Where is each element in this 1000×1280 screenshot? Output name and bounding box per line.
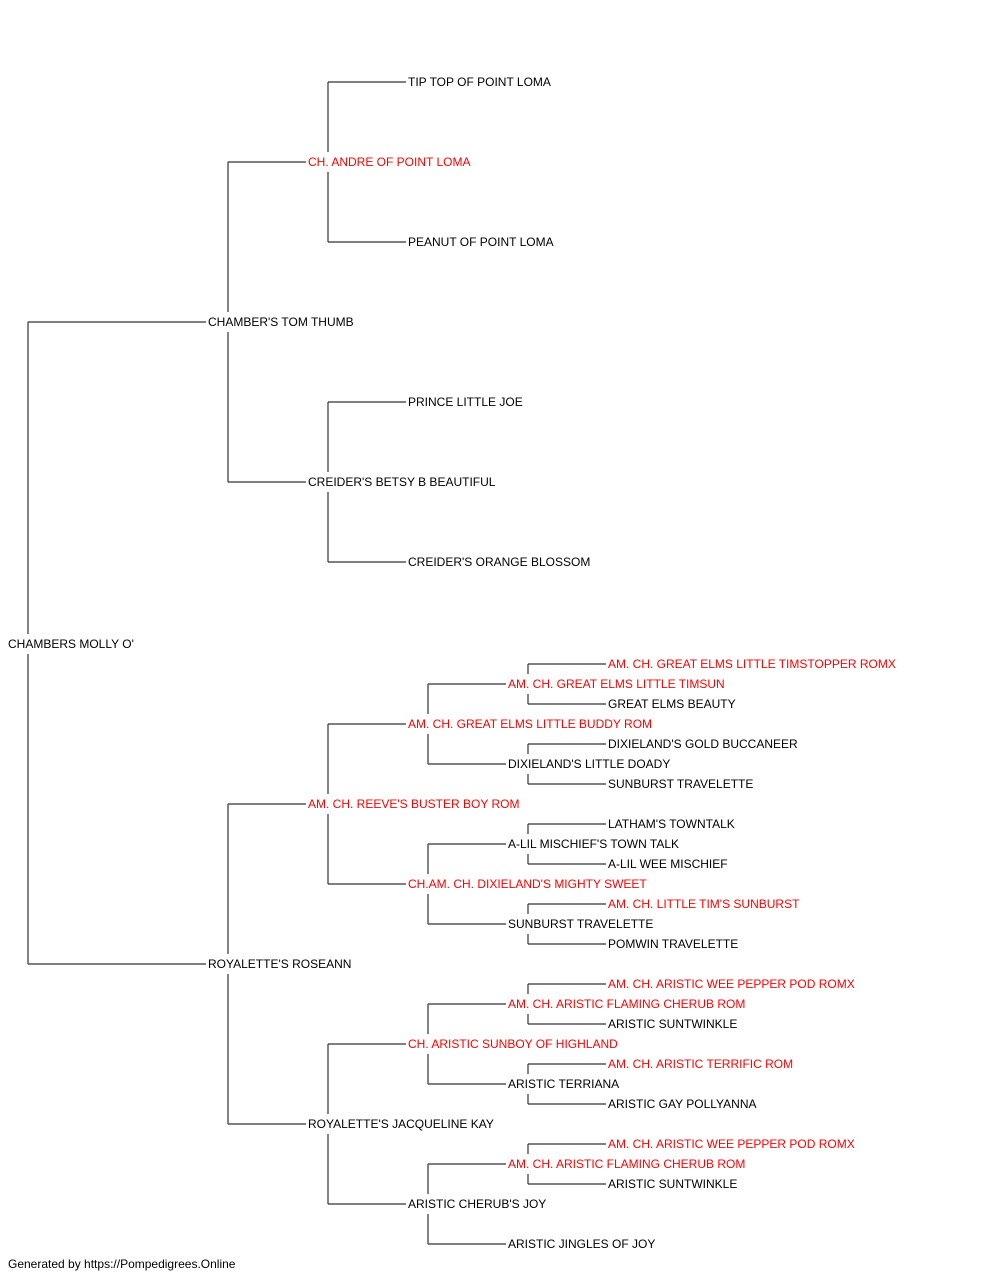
pedigree-node: PEANUT OF POINT LOMA [408,235,556,249]
pedigree-node: AM. CH. ARISTIC FLAMING CHERUB ROM [508,1157,748,1171]
pedigree-node: AM. CH. ARISTIC WEE PEPPER POD ROMX [608,1137,857,1151]
pedigree-node: ROYALETTE'S JACQUELINE KAY [308,1117,496,1131]
pedigree-node: AM. CH. GREAT ELMS LITTLE TIMSUN [508,677,727,691]
pedigree-node: ARISTIC JINGLES OF JOY [508,1237,658,1251]
pedigree-node: ARISTIC SUNTWINKLE [608,1017,740,1031]
pedigree-node: CH.AM. CH. DIXIELAND'S MIGHTY SWEET [408,877,649,891]
pedigree-node: CREIDER'S BETSY B BEAUTIFUL [308,475,498,489]
pedigree-node: ARISTIC CHERUB'S JOY [408,1197,549,1211]
pedigree-node: CHAMBER'S TOM THUMB [208,315,356,329]
pedigree-node: GREAT ELMS BEAUTY [608,697,738,711]
pedigree-node: POMWIN TRAVELETTE [608,937,741,951]
pedigree-node: DIXIELAND'S LITTLE DOADY [508,757,673,771]
pedigree-node: TIP TOP OF POINT LOMA [408,75,553,89]
pedigree-node: SUNBURST TRAVELETTE [508,917,656,931]
pedigree-node: CREIDER'S ORANGE BLOSSOM [408,555,593,569]
pedigree-node: AM. CH. GREAT ELMS LITTLE BUDDY ROM [408,717,655,731]
pedigree-node: A-LIL MISCHIEF'S TOWN TALK [508,837,681,851]
pedigree-node: AM. CH. LITTLE TIM'S SUNBURST [608,897,802,911]
pedigree-node: AM. CH. REEVE'S BUSTER BOY ROM [308,797,522,811]
pedigree-node: ARISTIC SUNTWINKLE [608,1177,740,1191]
pedigree-node: AM. CH. ARISTIC WEE PEPPER POD ROMX [608,977,857,991]
pedigree-node: A-LIL WEE MISCHIEF [608,857,730,871]
pedigree-node: ROYALETTE'S ROSEANN [208,957,354,971]
pedigree-node: CHAMBERS MOLLY O' [8,637,136,651]
pedigree-node: DIXIELAND'S GOLD BUCCANEER [608,737,800,751]
pedigree-node: LATHAM'S TOWNTALK [608,817,737,831]
pedigree-node: PRINCE LITTLE JOE [408,395,525,409]
pedigree-node: AM. CH. ARISTIC FLAMING CHERUB ROM [508,997,748,1011]
pedigree-node: SUNBURST TRAVELETTE [608,777,756,791]
pedigree-node: AM. CH. GREAT ELMS LITTLE TIMSTOPPER ROM… [608,657,898,671]
pedigree-node: CH. ANDRE OF POINT LOMA [308,155,473,169]
generated-by-footer: Generated by https://Pompedigrees.Online [8,1257,236,1271]
pedigree-node: ARISTIC GAY POLLYANNA [608,1097,759,1111]
pedigree-node: AM. CH. ARISTIC TERRIFIC ROM [608,1057,796,1071]
pedigree-node: ARISTIC TERRIANA [508,1077,622,1091]
pedigree-node: CH. ARISTIC SUNBOY OF HIGHLAND [408,1037,620,1051]
